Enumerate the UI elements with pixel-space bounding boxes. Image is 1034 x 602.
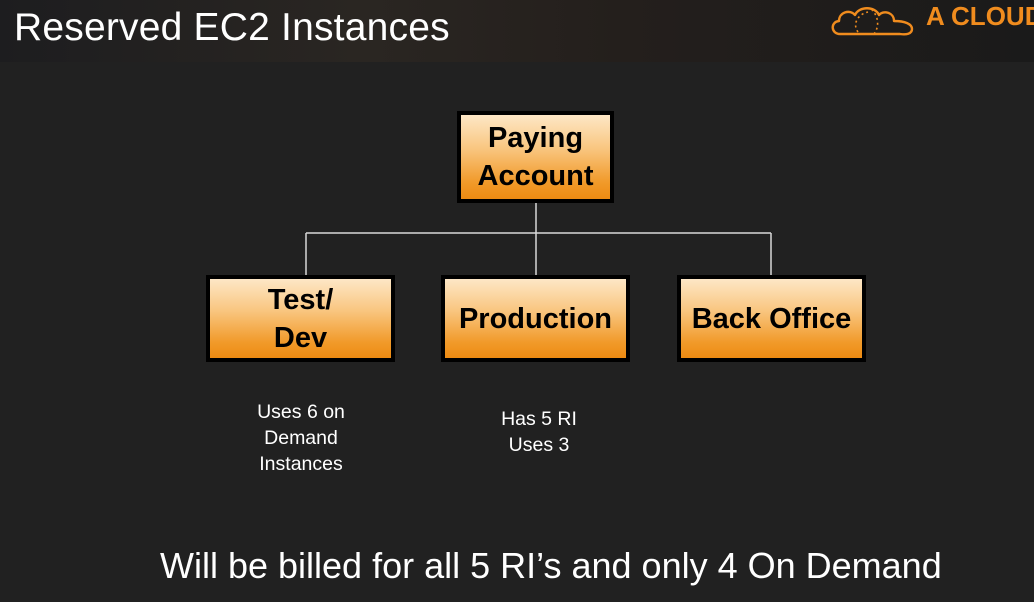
billing-summary: Will be billed for all 5 RI’s and only 4… <box>160 545 942 586</box>
production-label: Production <box>458 302 613 335</box>
paying-account-label: Paying Account <box>477 122 594 192</box>
production-box: Production <box>441 275 630 362</box>
header-bar <box>0 0 1034 62</box>
logo-text: A CLOUD <box>926 1 1034 31</box>
test-dev-label: Test/ Dev <box>267 283 334 354</box>
cloud-logo-icon <box>831 7 914 36</box>
slide-title: Reserved EC2 Instances <box>14 6 450 49</box>
back-office-box: Back Office <box>677 275 866 362</box>
production-note: Has 5 RI Uses 3 <box>501 408 577 456</box>
paying-account-box: Paying Account <box>457 111 614 203</box>
test-dev-note: Uses 6 on Demand Instances <box>257 401 345 475</box>
test-dev-box: Test/ Dev <box>206 275 395 362</box>
back-office-label: Back Office <box>691 302 852 335</box>
